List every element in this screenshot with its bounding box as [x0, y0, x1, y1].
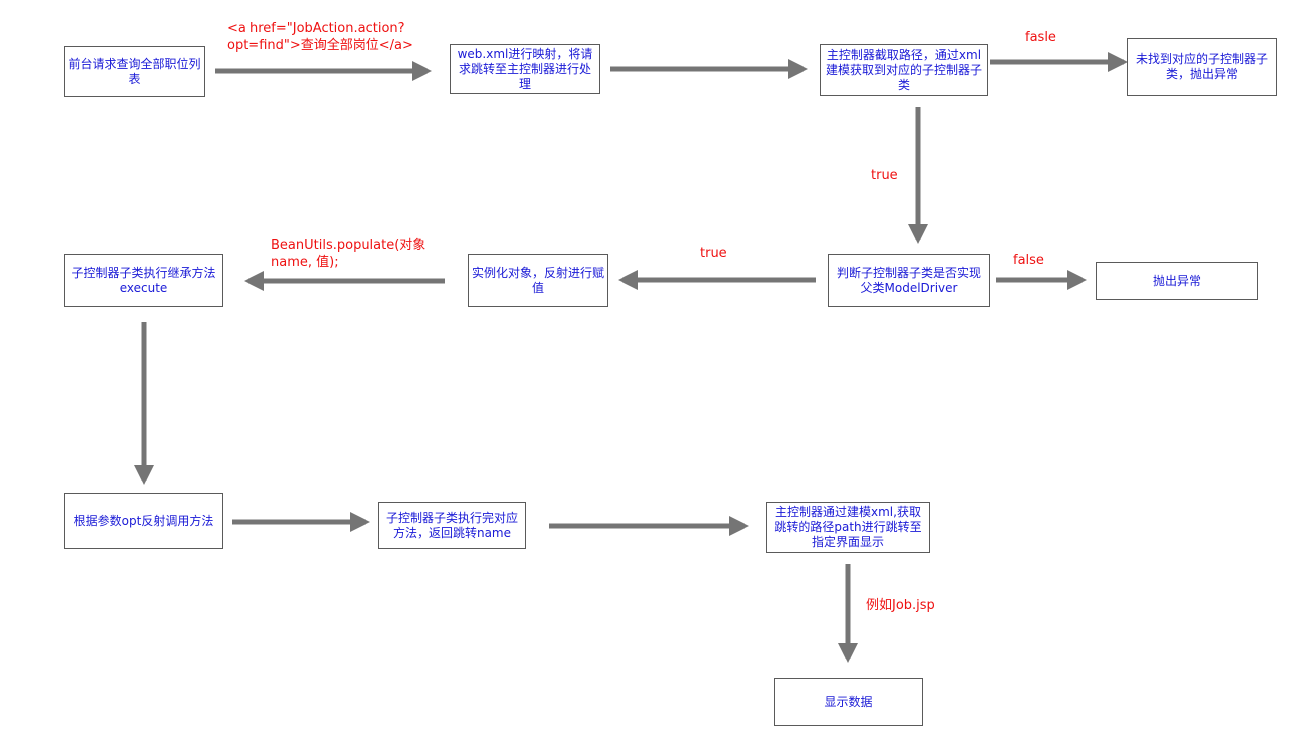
node-main-controller-forward: 主控制器通过建模xml,获取跳转的路径path进行跳转至指定界面显示	[766, 502, 930, 553]
label-false: false	[1013, 253, 1044, 268]
node-return-name: 子控制器子类执行完对应方法，返回跳转name	[378, 502, 526, 549]
node-main-controller-path: 主控制器截取路径，通过xml建模获取到对应的子控制器子类	[820, 44, 988, 96]
label-fasle: fasle	[1025, 30, 1056, 45]
node-frontend-request: 前台请求查询全部职位列表	[64, 46, 205, 97]
node-instantiate-reflect: 实例化对象，反射进行赋值	[468, 254, 608, 307]
node-not-found-exception: 未找到对应的子控制器子类，抛出异常	[1127, 38, 1277, 96]
label-beanutils: BeanUtils.populate(对象 name, 值);	[271, 238, 426, 270]
node-throw-exception: 抛出异常	[1096, 262, 1258, 300]
node-web-xml-mapping: web.xml进行映射，将请求跳转至主控制器进行处理	[450, 44, 600, 94]
node-display-data: 显示数据	[774, 678, 923, 726]
label-request-link: <a href="JobAction.action? opt=find">查询全…	[227, 21, 413, 53]
label-true-down: true	[871, 168, 898, 183]
label-true-left: true	[700, 246, 727, 261]
node-reflect-invoke: 根据参数opt反射调用方法	[64, 493, 223, 549]
node-check-modeldriver: 判断子控制器子类是否实现父类ModelDriver	[828, 254, 990, 307]
label-example-jsp: 例如Job.jsp	[866, 598, 935, 613]
node-execute-inherited: 子控制器子类执行继承方法execute	[64, 254, 223, 307]
